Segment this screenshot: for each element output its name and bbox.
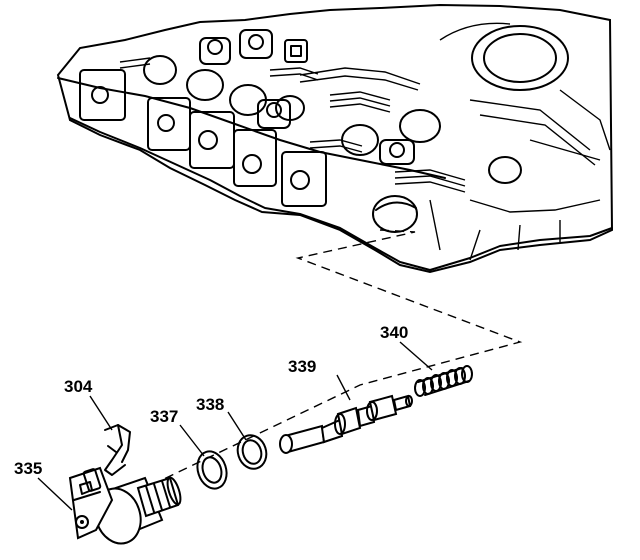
large-bore [439,22,611,166]
part-304-retainer-clip [104,424,131,476]
callout-337: 337 [150,407,178,426]
part-338-o-ring [236,434,268,470]
assembly-guide-line [119,229,523,501]
casting-ribs [429,139,601,261]
valve-body-casting [56,3,614,274]
callout-335: 335 [14,459,42,478]
fluid-channels [119,57,466,193]
part-335-solenoid [68,466,182,545]
bosses [199,29,415,165]
leader-lines [37,341,433,511]
callout-304: 304 [64,377,93,396]
front-mounting-bosses [79,69,327,207]
callout-338: 338 [196,395,224,414]
part-337-o-ring [196,450,228,490]
part-340-spring [414,365,473,397]
callout-339: 339 [288,357,316,376]
callout-340: 340 [380,323,408,342]
part-339-valve [279,394,413,454]
callout-labels: 340 339 338 337 304 335 [14,323,408,478]
